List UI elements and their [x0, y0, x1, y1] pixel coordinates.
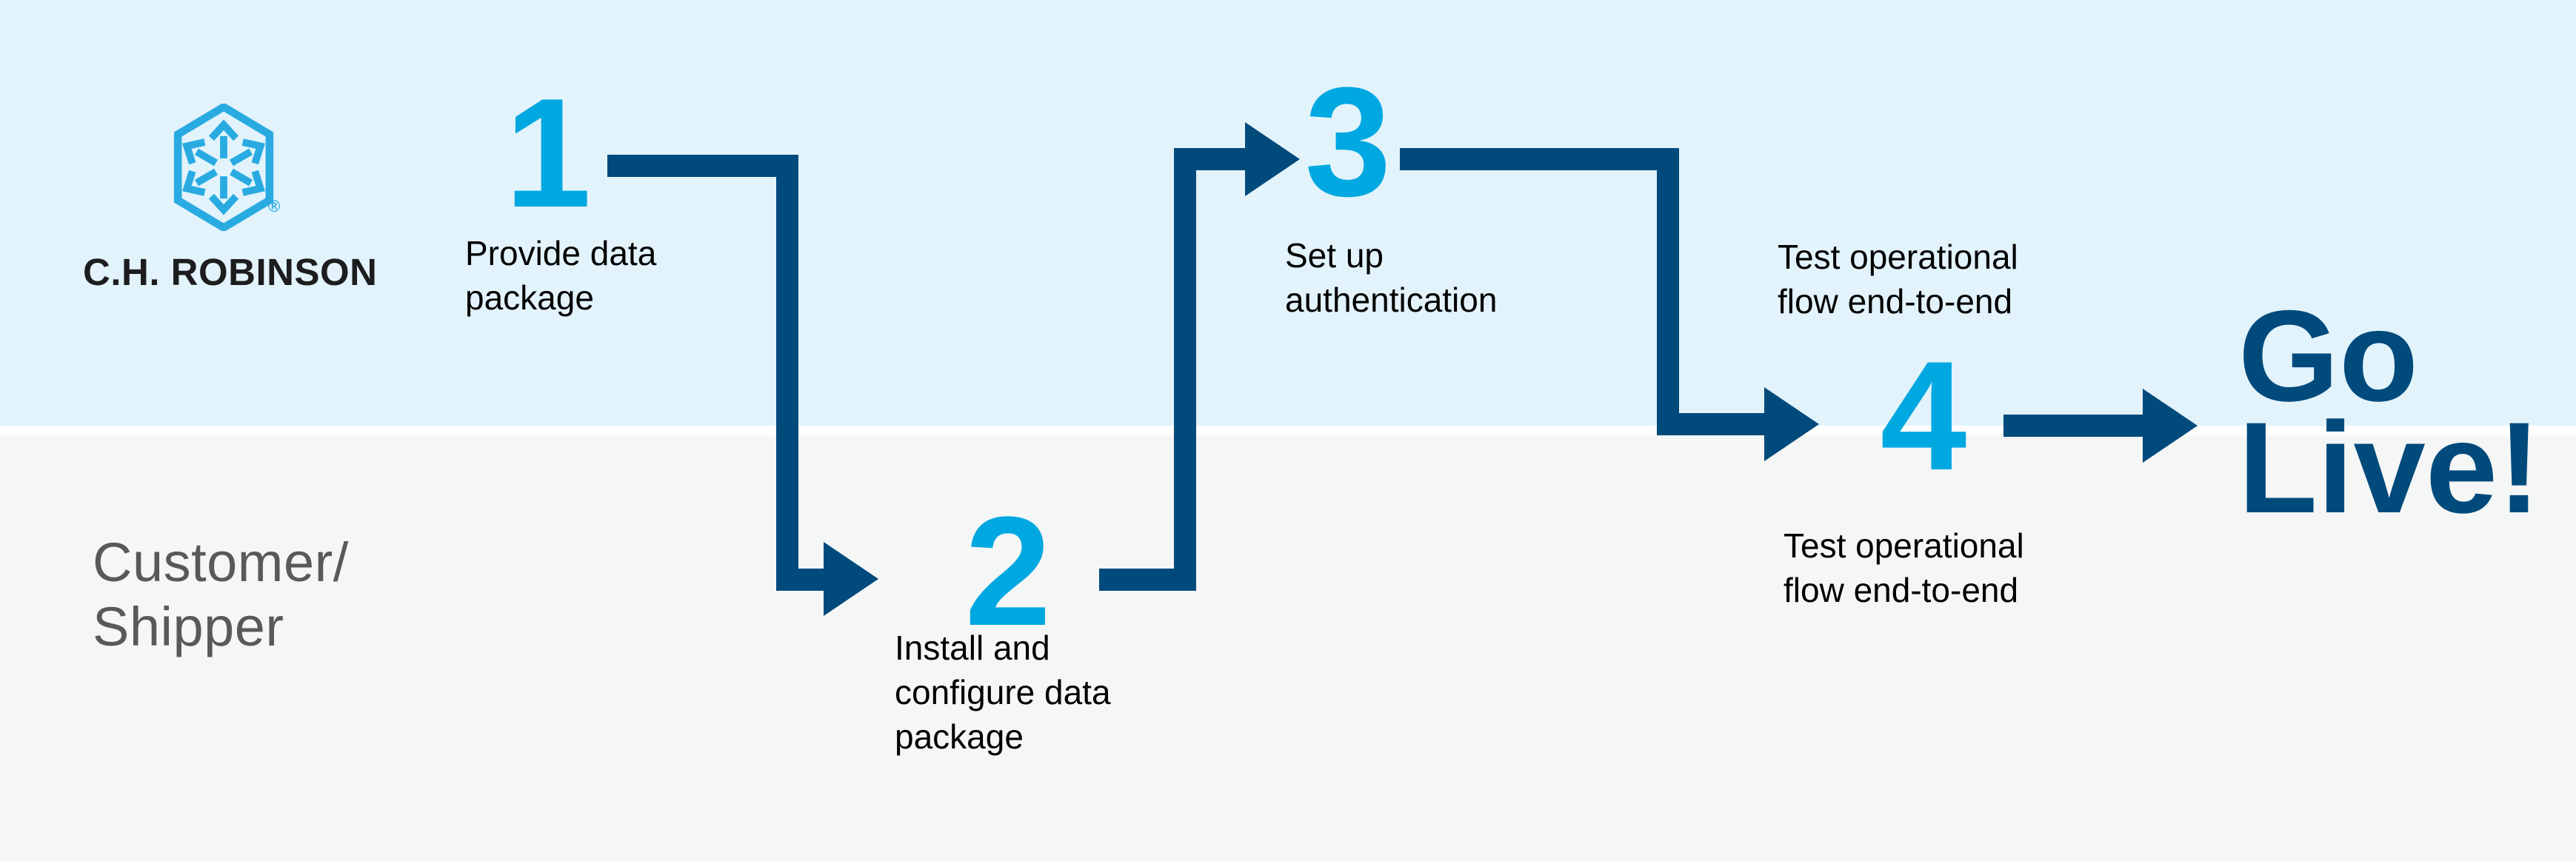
arrow-3-horizontal-segment: [1400, 148, 1679, 170]
registered-mark: ®: [268, 197, 281, 215]
brand-name: C.H. ROBINSON: [83, 251, 378, 293]
arrow-2-top-segment: [1174, 148, 1245, 170]
step-3-number: 3: [1304, 55, 1392, 229]
step-3-label: Set up authentication: [1285, 236, 1498, 319]
chr-hexagon-logo-icon: [167, 104, 280, 231]
step-2-number: 2: [964, 484, 1052, 658]
customer-lane-label: Customer/ Shipper: [93, 532, 349, 657]
step-1-number: 1: [504, 66, 592, 240]
customer-lane-background: [0, 435, 2576, 861]
arrow-3-bottom-segment: [1657, 413, 1764, 435]
go-live-text: Go Live!: [2238, 284, 2541, 540]
step-2-label: Install and configure data package: [895, 629, 1111, 756]
arrow-2-vertical-segment: [1174, 148, 1196, 591]
arrow-4-horizontal-segment: [2003, 415, 2144, 437]
arrow-1-vertical-segment: [776, 155, 798, 591]
chr-lane-background: [0, 0, 2576, 426]
step-1-label: Provide data package: [465, 234, 657, 317]
arrowhead-to-step-4-icon: [1764, 387, 1819, 461]
arrowhead-to-step-3-icon: [1245, 122, 1300, 196]
step-4-label-bottom: Test operational flow end-to-end: [1783, 526, 2024, 609]
arrowhead-to-step-2-icon: [824, 542, 878, 616]
arrow-1-bottom-segment: [776, 569, 824, 591]
step-4-label-top: Test operational flow end-to-end: [1778, 238, 2018, 321]
arrow-3-vertical-segment: [1657, 148, 1679, 435]
arrowhead-to-go-live-icon: [2143, 389, 2198, 463]
step-4-number: 4: [1880, 329, 1967, 503]
arrow-1-horizontal-segment: [607, 155, 798, 177]
lane-divider: [0, 426, 2576, 435]
